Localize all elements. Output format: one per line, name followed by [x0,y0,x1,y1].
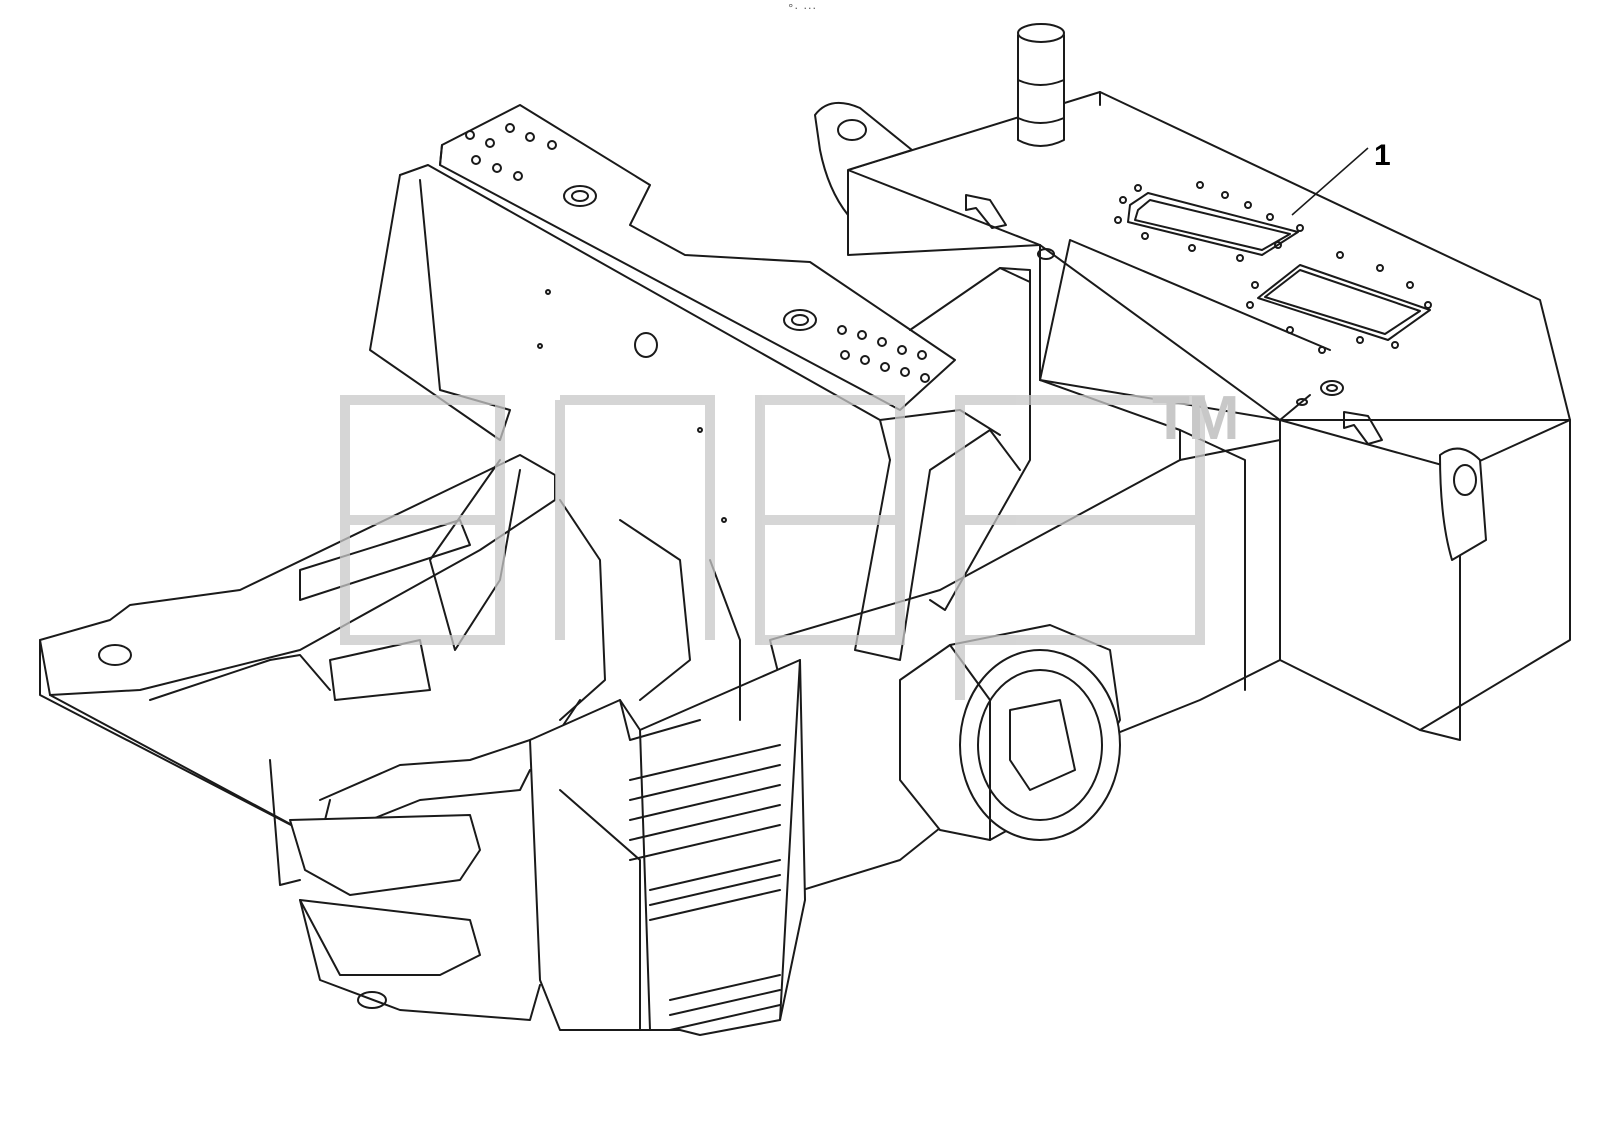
cross-beam [909,267,1031,611]
filler-cap-1 [1037,248,1055,260]
top-mark: °‧ ‧‧‧ [788,2,817,15]
watermark-trademark: TM [1152,384,1240,453]
inner-frame [299,459,741,721]
inspection-hatch-2 [1257,264,1431,341]
lifting-eye-left [814,101,913,216]
main-frame-body [769,239,1331,901]
watermark [340,395,1205,700]
callout-leader-line [1291,147,1369,216]
axle-mount-ring [899,624,1121,841]
tank-bracket-2 [1343,411,1383,445]
mount-plate-holes [465,123,930,523]
step-ladder [529,659,806,1036]
hinge-plate-lower [299,899,541,1021]
exhaust-pipe [1017,23,1065,147]
callout-number-1: 1 [1374,139,1391,172]
front-leg [269,759,301,886]
filler-cap-2 [1320,380,1344,396]
lifting-eye-right [1439,447,1487,561]
tank-bracket-1 [965,194,1007,229]
